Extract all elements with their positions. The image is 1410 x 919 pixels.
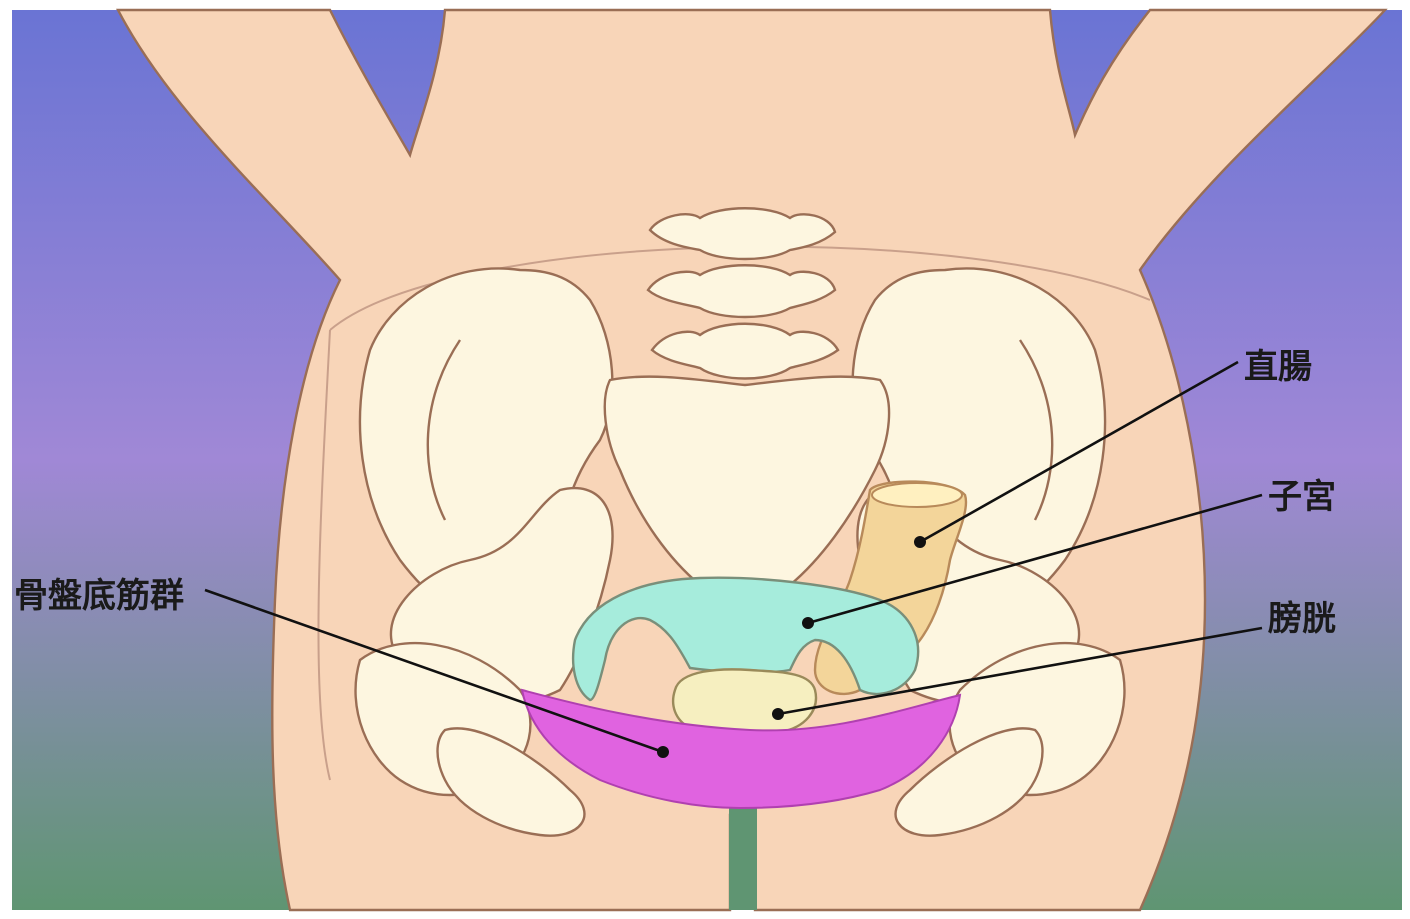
label-pelvic-floor: 骨盤底筋群 [14, 576, 184, 616]
label-uterus: 子宮 [1268, 477, 1336, 517]
rectum-dot [914, 536, 926, 548]
leg-gap [729, 800, 757, 910]
uterus-dot [802, 617, 814, 629]
bladder-dot [772, 708, 784, 720]
label-bladder: 膀胱 [1268, 599, 1336, 639]
rectum-opening [872, 483, 962, 507]
pelvic-floor-dot [657, 746, 669, 758]
label-rectum: 直腸 [1244, 347, 1312, 387]
